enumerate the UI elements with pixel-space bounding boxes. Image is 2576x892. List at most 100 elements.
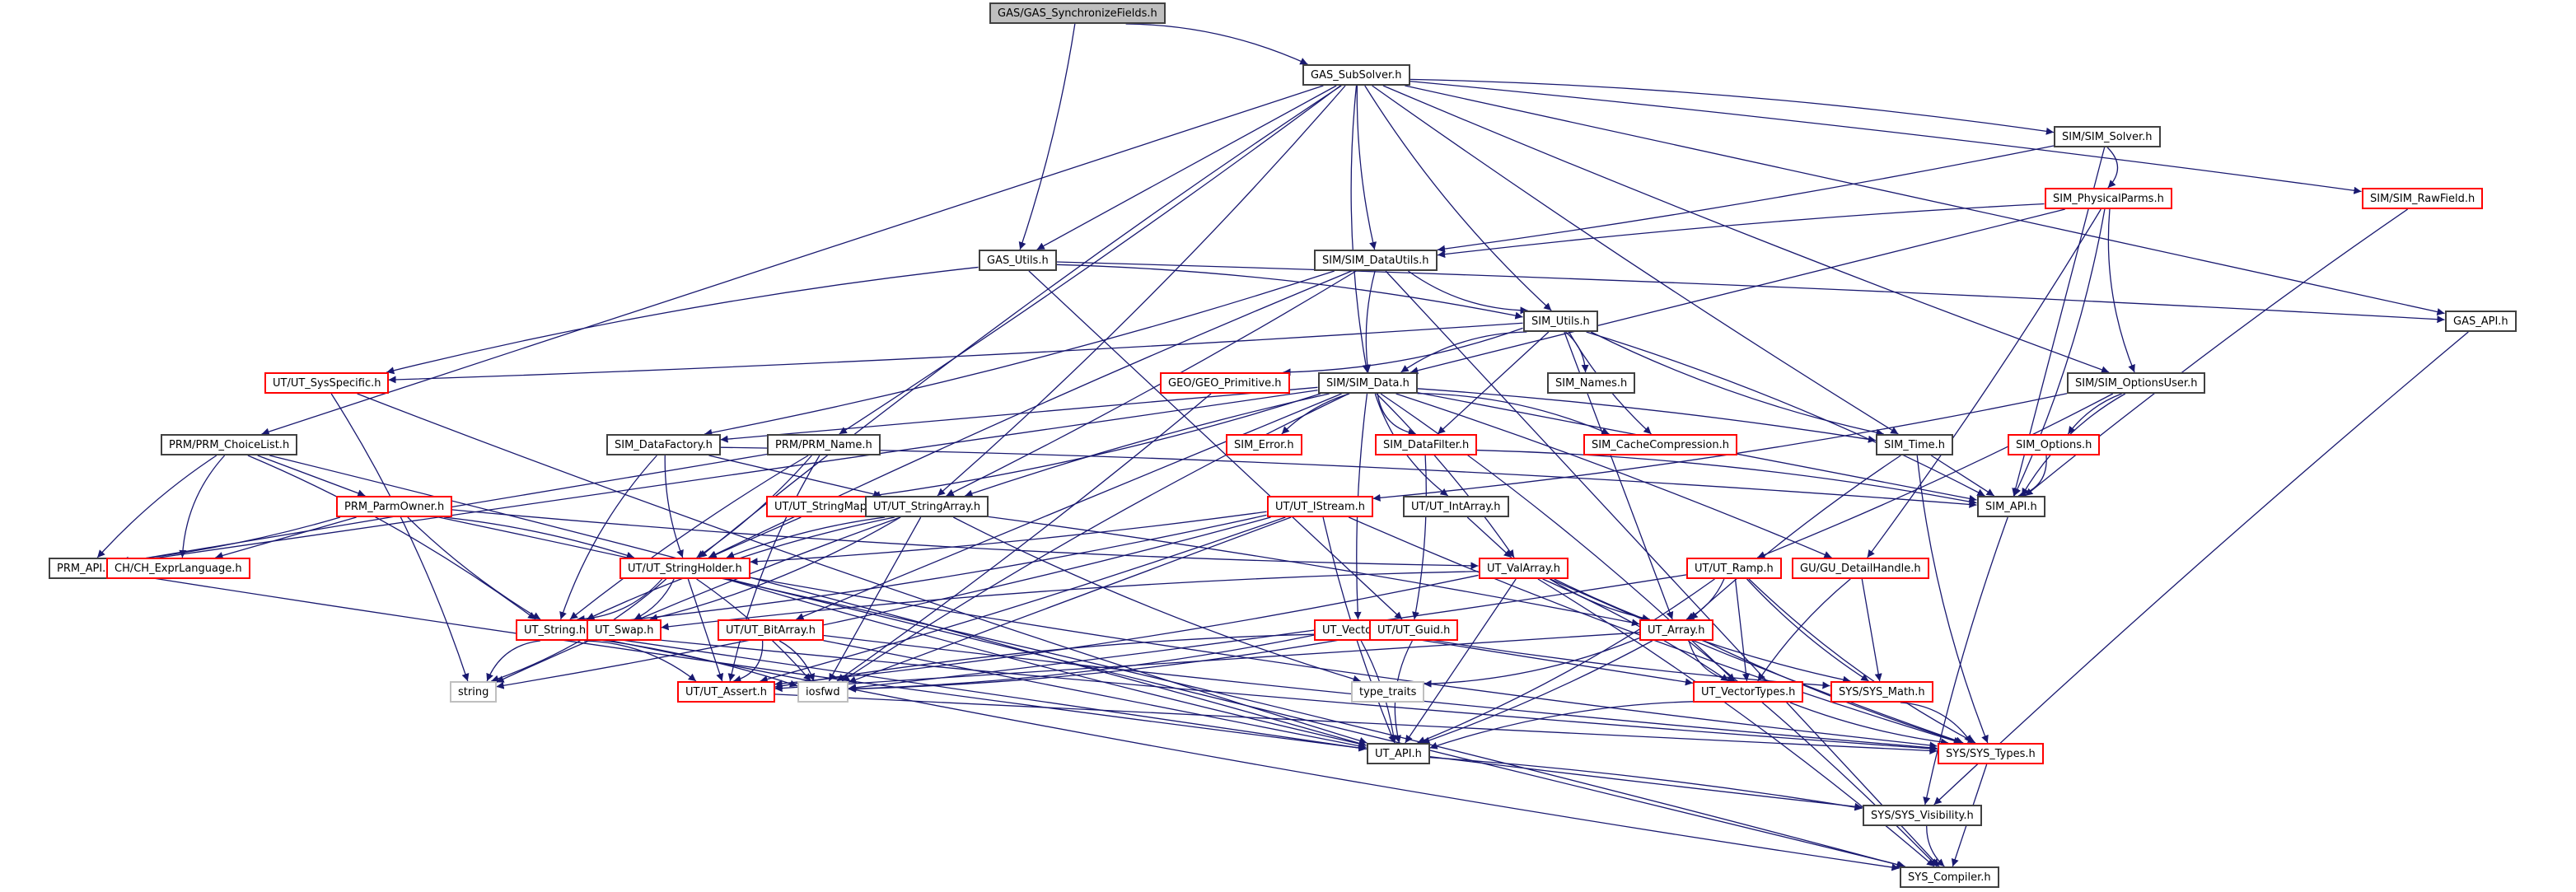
edge-gasutils-to-gasapi (1056, 261, 2445, 324)
edge-subsolver-to-stringholder (699, 85, 1342, 558)
graph-node-label: PRM_API.h (57, 563, 113, 575)
graph-node-simtime[interactable]: SIM_Time.h (1876, 434, 1953, 455)
graph-node-simnames[interactable]: SIM_Names.h (1547, 372, 1636, 394)
graph-node-istream[interactable]: UT/UT_IStream.h (1267, 496, 1374, 517)
graph-node-simoptions[interactable]: SIM_Options.h (2008, 434, 2101, 455)
graph-node-detailhandle[interactable]: GU/GU_DetailHandle.h (1792, 558, 1929, 579)
edge-utstring-to-string (486, 640, 540, 682)
graph-node-utarray[interactable]: UT_Array.h (1639, 619, 1713, 641)
edge-prmapi-to-visibility (120, 572, 1863, 810)
graph-node-label: SIM/SIM_Solver.h (2062, 131, 2153, 143)
graph-node-label: UT_Array.h (1648, 624, 1705, 637)
graph-node-bitarray[interactable]: UT/UT_BitArray.h (718, 619, 824, 641)
edge-visibility-to-compiler (1926, 825, 1945, 867)
graph-node-gasutils[interactable]: GAS_Utils.h (979, 250, 1057, 271)
graph-node-gasapi[interactable]: GAS_API.h (2445, 311, 2517, 332)
graph-node-sysmath[interactable]: SYS/SYS_Math.h (1830, 681, 1933, 703)
edge-simdata-to-cachecomp (1417, 393, 1610, 435)
graph-node-guid[interactable]: UT/UT_Guid.h (1369, 619, 1459, 641)
graph-node-label: SIM_Names.h (1555, 377, 1628, 390)
graph-node-label: UT/UT_BitArray.h (726, 624, 816, 637)
edge-choicelist-to-utstring (247, 455, 536, 620)
graph-node-rawfield[interactable]: SIM/SIM_RawField.h (2362, 188, 2484, 209)
graph-node-label: GAS_API.h (2453, 315, 2508, 328)
graph-node-valarray[interactable]: UT_ValArray.h (1479, 558, 1569, 579)
edge-simdata-to-simtime (1417, 388, 1877, 443)
edge-istream-to-assert (760, 516, 1286, 683)
graph-node-simerror[interactable]: SIM_Error.h (1226, 434, 1302, 455)
edge-simutils-to-utarray (1564, 331, 1674, 620)
graph-node-optionsuser[interactable]: SIM/SIM_OptionsUser.h (2067, 372, 2206, 394)
graph-node-swap[interactable]: UT_Swap.h (587, 619, 662, 641)
edge-utarray-to-utapi (1422, 640, 1653, 745)
graph-node-utstring[interactable]: UT_String.h (516, 619, 595, 641)
edge-geoprim-to-iosfwd (836, 393, 1212, 682)
edge-stringarray-to-stringholder (726, 516, 886, 558)
graph-node-geoprim[interactable]: GEO/GEO_Primitive.h (1160, 372, 1290, 394)
graph-node-label: GAS/GAS_SynchronizeFields.h (998, 7, 1157, 20)
edge-utstring-to-compiler (593, 636, 1900, 871)
graph-node-cachecomp[interactable]: SIM_CacheCompression.h (1583, 434, 1737, 455)
graph-node-exprlang[interactable]: CH/CH_ExprLanguage.h (106, 558, 250, 579)
graph-node-visibility[interactable]: SYS/SYS_Visibility.h (1863, 805, 1982, 826)
graph-node-syspecific[interactable]: UT/UT_SysSpecific.h (264, 372, 390, 394)
edge-datautils-to-compiler (1385, 270, 1940, 867)
edge-simdata-to-simerror (1281, 393, 1350, 435)
graph-node-label: UT_API.h (1375, 748, 1422, 760)
graph-node-stringarray[interactable]: UT/UT_StringArray.h (865, 496, 989, 517)
edge-subsolver-to-simdata (1350, 85, 1370, 373)
graph-node-root[interactable]: GAS/GAS_SynchronizeFields.h (989, 2, 1166, 24)
edge-syspecific-to-string (330, 393, 470, 682)
edge-intarray-to-valarray (1466, 516, 1512, 558)
edge-simutils-to-simapi (1586, 331, 1985, 497)
edge-vectortypes-to-utapi (1429, 701, 1694, 750)
graph-node-choicelist[interactable]: PRM/PRM_ChoiceList.h (161, 434, 298, 455)
graph-node-string[interactable]: string (450, 681, 498, 703)
graph-node-vectortypes[interactable]: UT_VectorTypes.h (1693, 681, 1804, 703)
edge-datautils-to-datafactory (704, 270, 1335, 437)
edge-stringholder-to-utstring (577, 578, 663, 623)
edge-simutils-to-geoprim (1283, 327, 1523, 376)
graph-node-simapi[interactable]: SIM_API.h (1977, 496, 2045, 517)
graph-node-simutils[interactable]: SIM_Utils.h (1523, 311, 1598, 332)
graph-node-datafactory[interactable]: SIM_DataFactory.h (606, 434, 721, 455)
edge-guid-to-iosfwd (848, 634, 1370, 694)
graph-node-intarray[interactable]: UT/UT_IntArray.h (1403, 496, 1509, 517)
graph-node-label: GU/GU_DetailHandle.h (1800, 563, 1921, 575)
edge-subsolver-to-simsolver (1410, 78, 2055, 135)
graph-node-compiler[interactable]: SYS_Compiler.h (1900, 866, 1999, 888)
edge-istream-to-utstring (593, 514, 1267, 627)
edge-utstring-to-utapi (593, 635, 1367, 752)
graph-node-label: UT/UT_Assert.h (685, 686, 768, 698)
graph-node-utapi[interactable]: UT_API.h (1367, 743, 1430, 764)
edge-utarray-to-typetraits (1424, 637, 1640, 688)
edge-detailhandle-to-sysmath (1861, 578, 1882, 682)
graph-node-simsolver[interactable]: SIM/SIM_Solver.h (2054, 126, 2161, 147)
edge-subsolver-to-simutils (1364, 85, 1552, 311)
edge-datafactory-to-utstring (559, 455, 657, 620)
graph-node-systypes[interactable]: SYS/SYS_Types.h (1938, 743, 2044, 764)
graph-node-assert[interactable]: UT/UT_Assert.h (677, 681, 776, 703)
edge-simdata-to-stringarray (965, 393, 1330, 497)
edge-datafilter-to-guid (1412, 455, 1427, 620)
graph-node-prmname[interactable]: PRM/PRM_Name.h (767, 434, 881, 455)
graph-node-label: UT/UT_StringHolder.h (628, 563, 742, 575)
edge-simdata-to-iosfwd (841, 393, 1349, 682)
graph-node-ramp[interactable]: UT/UT_Ramp.h (1686, 558, 1782, 579)
edge-gasutils-to-syspecific (386, 266, 979, 375)
graph-node-datafilter[interactable]: SIM_DataFilter.h (1375, 434, 1478, 455)
edge-simtime-to-utarray (1690, 455, 1901, 620)
graph-node-datautils[interactable]: SIM/SIM_DataUtils.h (1314, 250, 1438, 271)
graph-node-iosfwd[interactable]: iosfwd (797, 681, 849, 703)
graph-node-simdata[interactable]: SIM/SIM_Data.h (1318, 372, 1418, 394)
edge-prmname-to-assert (727, 455, 820, 682)
graph-node-subsolver[interactable]: GAS_SubSolver.h (1302, 64, 1410, 86)
edge-istream-to-stringholder (750, 511, 1267, 566)
graph-node-label: SIM_API.h (1985, 501, 2037, 513)
graph-node-typetraits[interactable]: type_traits (1351, 681, 1425, 703)
graph-node-stringholder[interactable]: UT/UT_StringHolder.h (619, 558, 750, 579)
edge-valarray-to-systypes (1550, 578, 1964, 745)
graph-node-parmowner[interactable]: PRM_ParmOwner.h (336, 496, 453, 517)
graph-node-physparms[interactable]: SIM_PhysicalParms.h (2045, 188, 2172, 209)
edge-root-to-subsolver (1125, 23, 1308, 65)
